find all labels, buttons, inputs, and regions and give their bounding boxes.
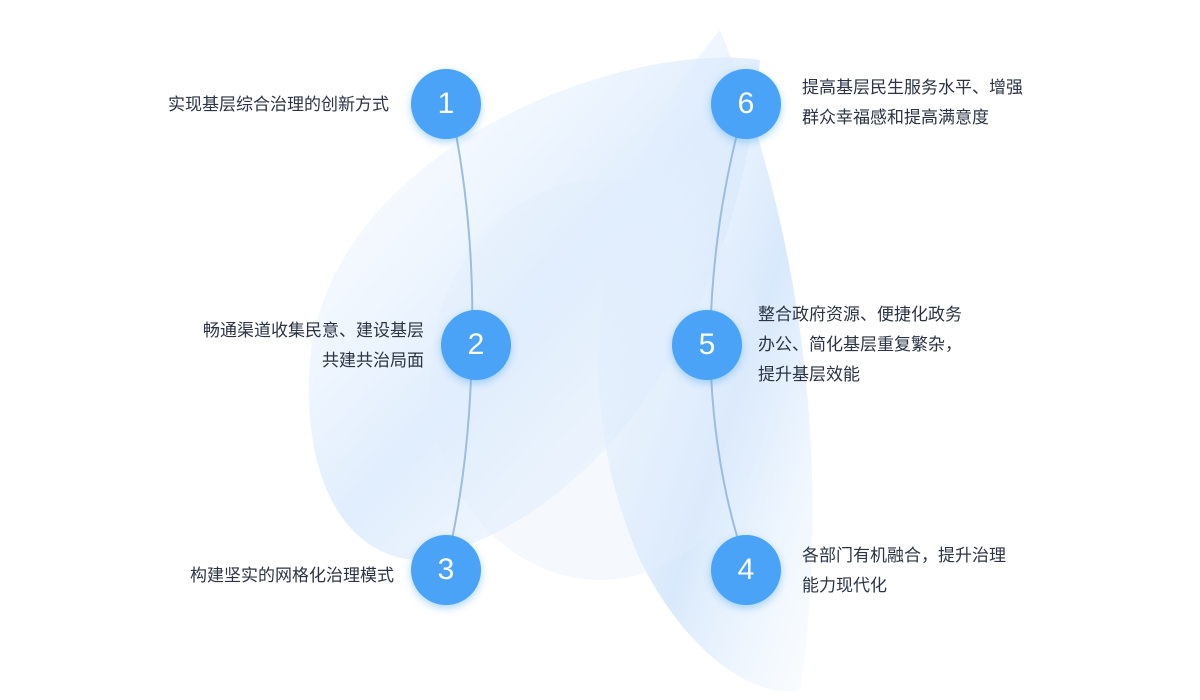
step-node-1: 1 — [411, 69, 481, 139]
step-label-3: 构建坚实的网格化治理模式 — [190, 561, 394, 591]
label-line: 畅通渠道收集民意、建设基层 — [203, 321, 424, 341]
label-line: 构建坚实的网格化治理模式 — [190, 566, 394, 586]
label-line: 办公、简化基层重复繁杂， — [758, 335, 962, 355]
label-line: 群众幸福感和提高满意度 — [802, 108, 989, 128]
soft-glow — [430, 180, 770, 580]
label-line: 提高基层民生服务水平、增强 — [802, 78, 1023, 98]
label-line: 提升基层效能 — [758, 365, 860, 385]
label-line: 共建共治局面 — [322, 351, 424, 371]
step-label-6: 提高基层民生服务水平、增强 群众幸福感和提高满意度 — [802, 73, 1023, 133]
label-line: 实现基层综合治理的创新方式 — [168, 95, 389, 115]
step-label-2: 畅通渠道收集民意、建设基层 共建共治局面 — [203, 316, 424, 376]
step-label-5: 整合政府资源、便捷化政务 办公、简化基层重复繁杂， 提升基层效能 — [758, 300, 962, 390]
step-label-1: 实现基层综合治理的创新方式 — [168, 90, 389, 120]
step-node-5: 5 — [672, 310, 742, 380]
step-node-6: 6 — [711, 69, 781, 139]
label-line: 各部门有机融合，提升治理 — [802, 546, 1006, 566]
step-node-4: 4 — [711, 535, 781, 605]
step-label-4: 各部门有机融合，提升治理 能力现代化 — [802, 541, 1006, 601]
step-node-2: 2 — [441, 310, 511, 380]
label-line: 整合政府资源、便捷化政务 — [758, 305, 962, 325]
label-line: 能力现代化 — [802, 576, 887, 596]
step-node-3: 3 — [411, 535, 481, 605]
